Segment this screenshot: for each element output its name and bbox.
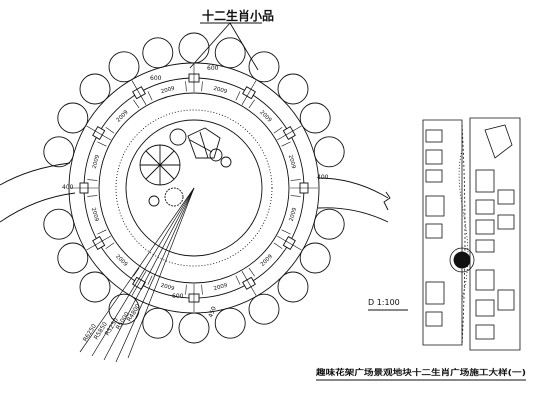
dim-400-right: 400	[317, 174, 329, 181]
road-edge-upper-right	[317, 177, 389, 199]
tree-canopy	[57, 102, 89, 134]
span-dimension: 2009	[289, 207, 299, 223]
span-tick	[281, 195, 301, 235]
key-plan	[422, 117, 521, 351]
span-tick	[201, 275, 241, 295]
span-tick	[147, 275, 187, 295]
span-tick	[201, 81, 241, 101]
tree-canopy	[57, 242, 89, 274]
span-dimension: 2009	[116, 109, 130, 123]
tree-canopy	[248, 293, 280, 325]
building-block	[475, 269, 495, 291]
building-block	[425, 195, 445, 217]
caption: 趣味花架广场景观地块十二生肖广场施工大样(一)	[315, 367, 526, 377]
zodiac-pedestal	[277, 125, 302, 141]
span-dimension: 2009	[213, 283, 229, 293]
tree-canopy	[277, 73, 309, 105]
zodiac-pedestal	[241, 80, 257, 105]
zodiac-pedestal	[188, 284, 200, 312]
break-mark	[383, 191, 391, 211]
zodiac-pedestal	[70, 182, 98, 194]
zodiac-pedestal	[277, 235, 302, 251]
tree-canopy	[108, 293, 140, 325]
tree-canopy	[142, 37, 174, 69]
building-block	[475, 239, 495, 253]
span-tick	[248, 242, 283, 277]
dim-450: 450	[207, 305, 218, 318]
tree-canopy	[214, 307, 246, 339]
building-block	[475, 169, 495, 193]
tree-canopy	[214, 37, 246, 69]
zodiac-pedestal	[290, 182, 318, 194]
zodiac-callout	[189, 22, 262, 71]
tree-canopy	[43, 136, 75, 168]
span-tick	[248, 99, 283, 134]
tree-canopy	[79, 73, 111, 105]
inner-ring	[115, 109, 273, 267]
dim-600-bottom: 600	[172, 293, 184, 300]
zodiac-pedestal	[86, 235, 111, 251]
tree-canopy	[43, 208, 75, 240]
span-dimension: 2009	[213, 86, 229, 96]
radius-leaders	[79, 187, 195, 363]
tree-canopy	[79, 271, 111, 303]
road-edge-lower	[0, 192, 76, 223]
tree-ring	[43, 32, 345, 344]
span-tick	[105, 242, 140, 277]
center-garden	[139, 127, 232, 207]
zodiac-pedestal	[241, 271, 257, 296]
span-tick	[87, 141, 107, 181]
zodiac-callout-label: 十二生肖小品	[202, 8, 274, 23]
pedestal-ring-elements	[70, 64, 318, 312]
span-dimension: 2009	[258, 110, 272, 124]
tree-canopy	[313, 208, 345, 240]
zodiac-pedestal	[131, 271, 147, 296]
tree-canopy	[313, 136, 345, 168]
road-edge-upper	[0, 162, 71, 186]
dim-400-left: 400	[62, 184, 74, 191]
tree-canopy	[299, 102, 331, 134]
span-tick	[281, 141, 301, 181]
path-ring	[98, 92, 290, 284]
span-dimension: 2009	[287, 154, 297, 170]
tree-canopy	[299, 242, 331, 274]
building-block	[425, 129, 443, 143]
tree-canopy	[178, 312, 210, 344]
tree-canopy	[108, 51, 140, 83]
building-block	[425, 149, 443, 165]
tree-canopy	[142, 307, 174, 339]
building-block	[425, 311, 443, 327]
building-block	[475, 324, 495, 340]
zodiac-pedestal	[188, 64, 200, 92]
building-block	[425, 223, 443, 239]
zodiac-pedestal	[86, 125, 111, 141]
building-block	[497, 289, 515, 311]
building-block	[425, 169, 443, 183]
span-dimension: 2009	[160, 86, 176, 96]
dim-600-top: 600	[207, 65, 219, 72]
building-block	[475, 199, 495, 215]
span-dimension: 2009	[92, 154, 102, 170]
building-block	[497, 189, 515, 205]
span-dimension: 2009	[90, 207, 100, 223]
scale-label: D 1:100	[368, 298, 400, 307]
tree-canopy	[178, 32, 210, 64]
building-block	[475, 219, 495, 235]
building-block	[497, 214, 515, 230]
tree-canopy	[277, 271, 309, 303]
zodiac-pedestal	[131, 80, 147, 105]
building-block	[425, 281, 445, 305]
span-tick	[87, 195, 107, 235]
tree-canopy	[248, 51, 280, 83]
dim-600-top-left: 600	[150, 75, 162, 82]
span-dimension: 2009	[160, 283, 176, 293]
span-tick	[105, 99, 140, 134]
road-edge-lower-right	[317, 207, 389, 223]
building-block	[475, 299, 495, 317]
span-tick	[147, 81, 187, 101]
center-lawn	[125, 119, 263, 257]
